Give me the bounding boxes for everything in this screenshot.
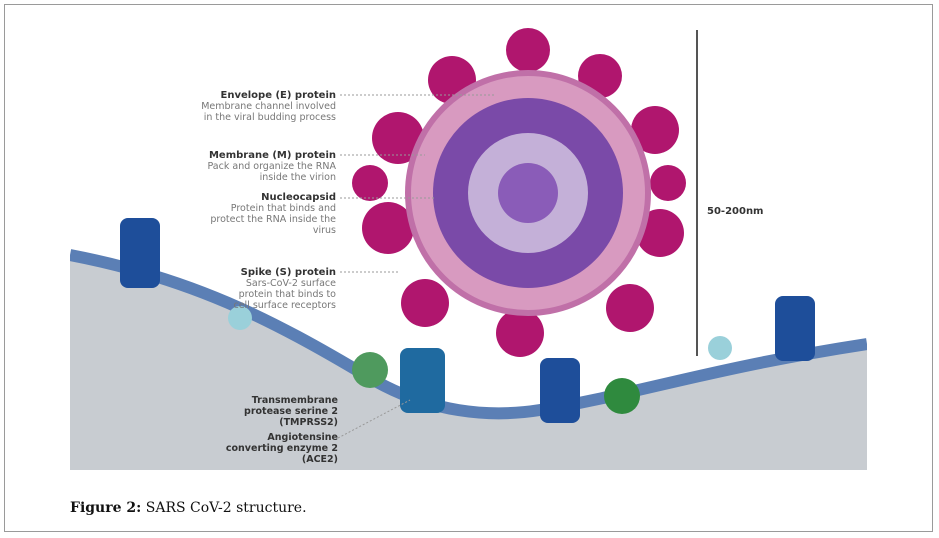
label-desc: Membrane channel involved in the viral b… [201, 101, 336, 123]
host-receptors [120, 218, 815, 423]
label-nucleocapsid: Nucleocapsid Protein that binds and prot… [200, 192, 336, 236]
scale-label: 50-200nm [707, 206, 764, 217]
label-membrane-protein: Membrane (M) protein Pack and organize t… [200, 150, 337, 183]
label-tmprss2: Transmembrane protease serine 2 (TMPRSS2… [244, 395, 338, 428]
caption-prefix: Figure 2: [70, 500, 142, 516]
caption-text: SARS CoV-2 structure. [141, 500, 307, 516]
leader-lines [337, 94, 495, 439]
label-title: Spike (S) protein [240, 267, 336, 278]
label-ace2: Angiotensine converting enzyme 2 (ACE2) [225, 432, 338, 465]
cell-body [70, 255, 867, 470]
label-spike-protein: Spike (S) protein Sars-CoV-2 surface pro… [226, 267, 336, 311]
virus-illustration [68, 28, 868, 470]
label-title: Membrane (M) protein [208, 150, 336, 161]
figure-caption: Figure 2: SARS CoV-2 structure. [70, 500, 307, 516]
spike-proteins [352, 28, 686, 357]
label-desc: Sars-CoV-2 surface protein that binds to… [233, 278, 336, 311]
label-desc: Protein that binds and protect the RNA i… [210, 203, 336, 236]
label-title: Envelope (E) protein [220, 90, 337, 101]
cell-membrane [68, 249, 868, 420]
figure-frame [4, 4, 933, 532]
label-desc: Pack and organize the RNA inside the vir… [207, 161, 337, 183]
label-envelope-protein: Envelope (E) protein Membrane channel in… [200, 90, 336, 123]
label-title: Nucleocapsid [261, 192, 336, 203]
sars-cov-2-illustration: Envelope (E) protein Membrane channel in… [68, 18, 868, 470]
